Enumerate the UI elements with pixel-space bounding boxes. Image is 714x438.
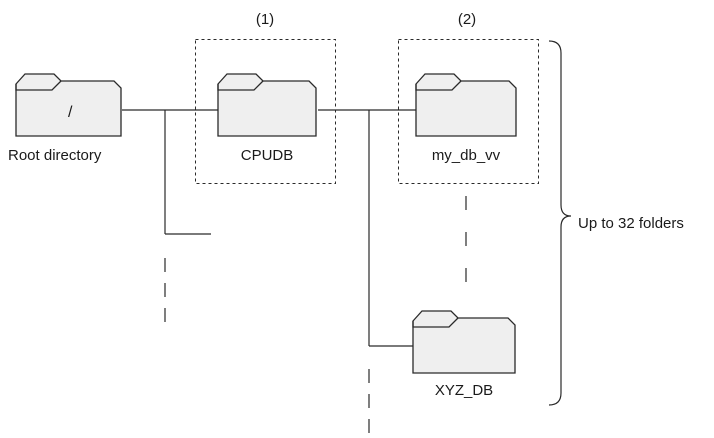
highlight-box-1 (195, 39, 336, 184)
folder-icon (412, 310, 516, 374)
callout-2: (2) (457, 11, 477, 28)
xyz-db-label: XYZ_DB (434, 382, 494, 399)
folder-icon: / (15, 73, 122, 137)
folder-icon (217, 73, 317, 137)
root-directory-label: Root directory (8, 147, 102, 164)
highlight-box-2 (398, 39, 539, 184)
cpudb-label: CPUDB (240, 147, 294, 164)
my-db-vv-label: my_db_vv (431, 147, 501, 164)
folder-icon (415, 73, 517, 137)
bracket-label: Up to 32 folders (578, 215, 684, 232)
root-folder-glyph: / (68, 104, 73, 121)
curly-brace (548, 40, 572, 406)
callout-1: (1) (255, 11, 275, 28)
